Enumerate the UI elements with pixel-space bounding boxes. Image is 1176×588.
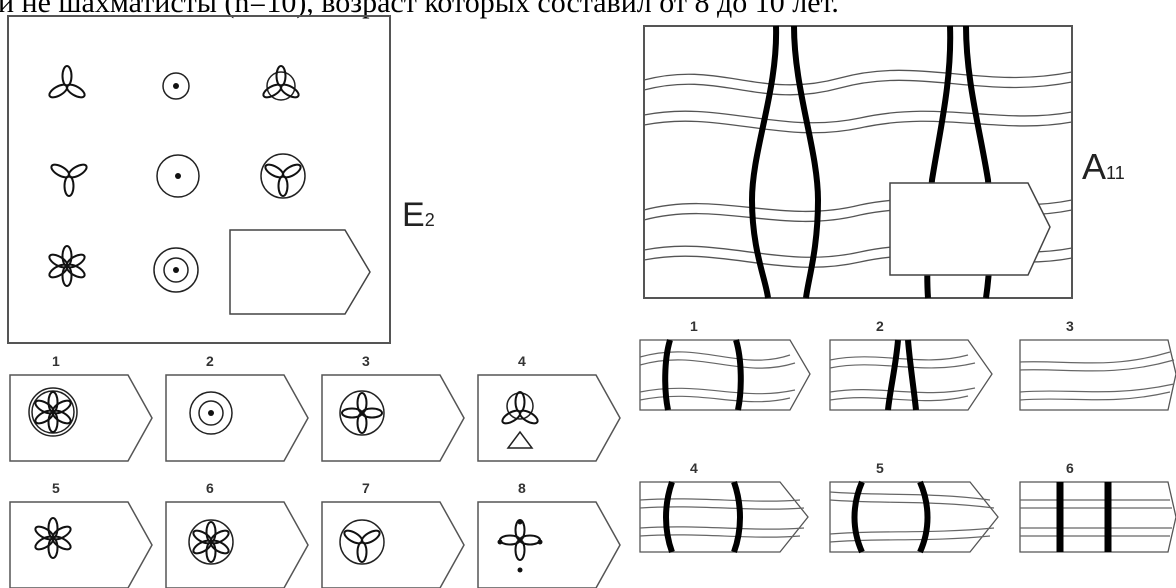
header-text: и не шахматисты (n=10), возраст которых … bbox=[0, 0, 839, 19]
option-8-figure bbox=[497, 519, 543, 573]
right-option-5-figure bbox=[829, 480, 995, 554]
cell-six-petal bbox=[46, 245, 88, 287]
option-6-figure bbox=[188, 519, 234, 565]
right-task-label: A11 bbox=[1082, 146, 1125, 188]
cell-trefoil bbox=[46, 65, 88, 101]
right-task-letter: A bbox=[1082, 146, 1107, 187]
left-task-letter: E bbox=[402, 196, 425, 234]
right-option-number: 6 bbox=[1066, 460, 1074, 476]
right-option-number: 4 bbox=[690, 460, 698, 476]
option-4-figure bbox=[499, 391, 541, 449]
right-option-number: 1 bbox=[690, 318, 698, 334]
left-option-number: 3 bbox=[362, 353, 370, 369]
left-task-sub: 2 bbox=[424, 210, 435, 230]
cell-double-circle-dot bbox=[153, 247, 199, 293]
left-option-number: 5 bbox=[52, 480, 60, 496]
left-option-number: 8 bbox=[518, 480, 526, 496]
right-option-2-figure bbox=[829, 339, 976, 411]
right-option-number: 2 bbox=[876, 318, 884, 334]
right-option-3-figure bbox=[1019, 351, 1175, 401]
answer-slot-left bbox=[229, 229, 371, 315]
left-option-number: 4 bbox=[518, 353, 526, 369]
right-matrix bbox=[643, 25, 1073, 299]
option-3-figure bbox=[339, 390, 385, 436]
right-option-number: 5 bbox=[876, 460, 884, 476]
option-2-figure bbox=[189, 391, 233, 435]
cell-trefoil-down bbox=[48, 161, 90, 197]
option-5-figure bbox=[32, 517, 74, 559]
answer-slot-right bbox=[889, 182, 1051, 276]
left-option-number: 7 bbox=[362, 480, 370, 496]
right-option-number: 3 bbox=[1066, 318, 1074, 334]
cell-trefoil-in-circle bbox=[260, 65, 302, 101]
left-option-number: 1 bbox=[52, 353, 60, 369]
option-1-figure bbox=[28, 387, 78, 437]
left-matrix-frame bbox=[7, 15, 391, 344]
left-task-label: E2 bbox=[402, 196, 435, 235]
option-7-figure bbox=[339, 519, 385, 565]
right-option-6-figure bbox=[1020, 482, 1172, 552]
right-task-sub: 11 bbox=[1106, 163, 1125, 183]
left-option-number: 6 bbox=[206, 480, 214, 496]
cell-circle-dot bbox=[162, 72, 190, 100]
right-option-1-figure bbox=[639, 339, 796, 411]
cell-circle-dot-large bbox=[156, 154, 200, 198]
right-option-4-figure bbox=[639, 481, 805, 554]
left-option-number: 2 bbox=[206, 353, 214, 369]
cell-trefoil-down-in-circle bbox=[260, 153, 306, 199]
